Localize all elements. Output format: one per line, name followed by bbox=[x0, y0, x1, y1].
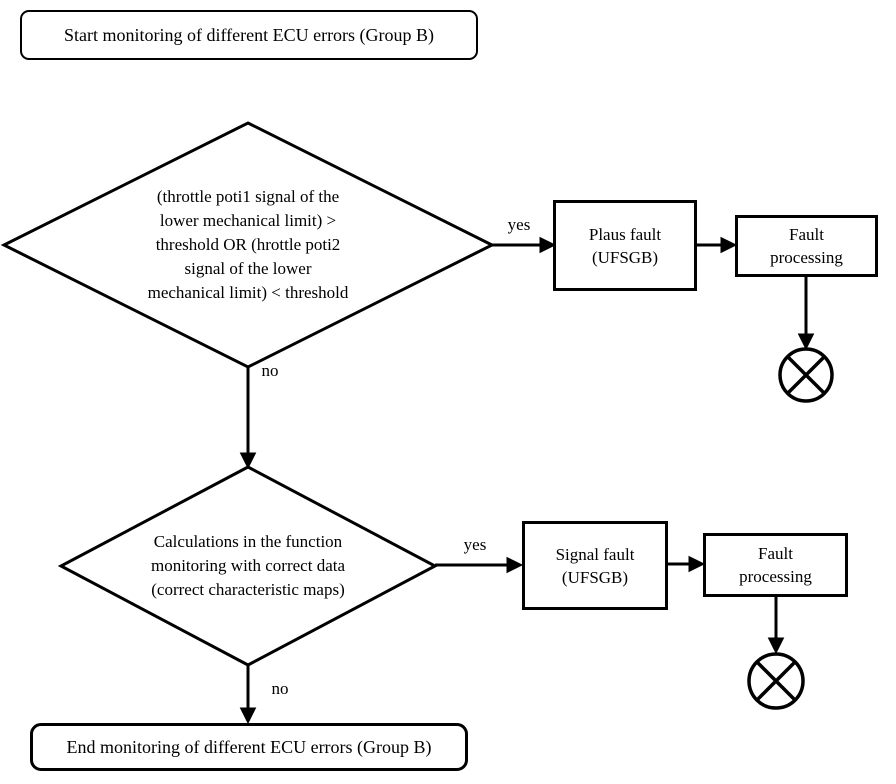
decision1-label: (throttle poti1 signal of the lower mech… bbox=[147, 187, 349, 302]
decision2-yes-label: yes bbox=[463, 535, 487, 554]
fault-processing1-node: Fault processing bbox=[735, 215, 878, 277]
signal-fault-label: Signal fault (UFSGB) bbox=[555, 544, 635, 587]
terminator1-crossed-circle-icon bbox=[778, 347, 834, 403]
signal-fault-node: Signal fault (UFSGB) bbox=[522, 521, 668, 610]
decision2-no-label: no bbox=[271, 679, 289, 698]
arrow-decision2-yes bbox=[435, 556, 524, 574]
plaus-fault-label: Plaus fault (UFSGB) bbox=[588, 224, 662, 267]
end-node: End monitoring of different ECU errors (… bbox=[30, 723, 468, 771]
fault-processing1-label: Fault processing bbox=[770, 225, 843, 267]
decision1-no-label: no bbox=[261, 361, 279, 380]
arrow-decision1-yes bbox=[492, 236, 557, 254]
arrow-processing1-to-terminator bbox=[797, 277, 815, 351]
end-node-label: End monitoring of different ECU errors (… bbox=[66, 737, 432, 757]
arrow-plaus-to-processing bbox=[697, 236, 738, 254]
start-node: Start monitoring of different ECU errors… bbox=[20, 10, 478, 60]
terminator2-crossed-circle-icon bbox=[747, 652, 805, 710]
fault-processing2-label: Fault processing bbox=[739, 544, 812, 586]
arrow-decision2-no bbox=[239, 665, 257, 725]
fault-processing2-node: Fault processing bbox=[703, 533, 848, 597]
plaus-fault-node: Plaus fault (UFSGB) bbox=[553, 200, 697, 291]
decision1-yes-label: yes bbox=[507, 215, 531, 234]
start-node-label: Start monitoring of different ECU errors… bbox=[63, 25, 435, 45]
decision2-label: Calculations in the function monitoring … bbox=[150, 532, 346, 599]
arrow-decision1-no bbox=[239, 367, 257, 470]
arrow-processing2-to-terminator bbox=[767, 597, 785, 655]
arrow-signal-to-processing bbox=[668, 555, 706, 573]
